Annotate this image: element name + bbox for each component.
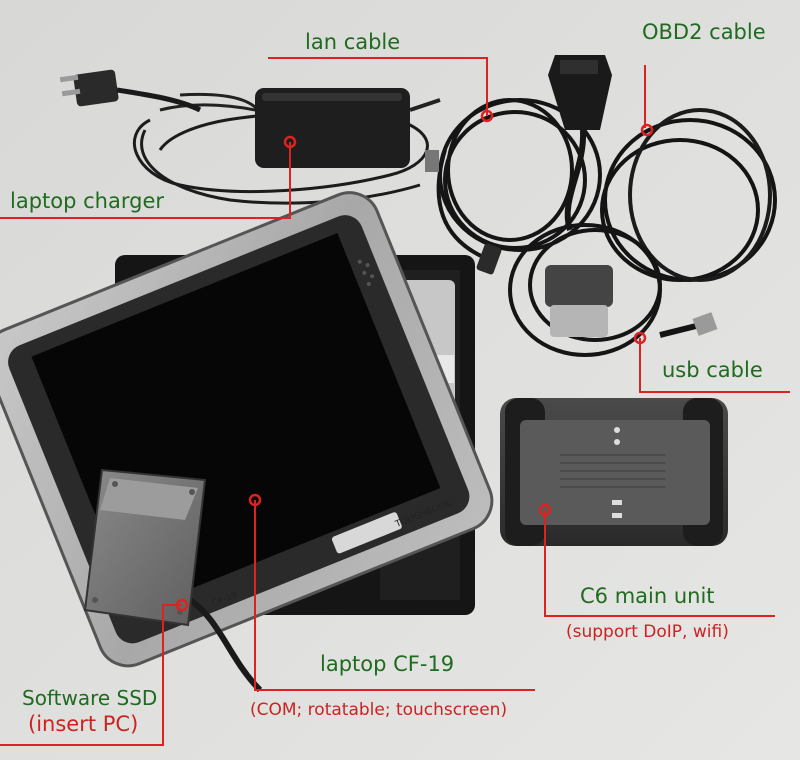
label-lan-cable: lan cable [305,30,401,54]
label-laptop-cf19: laptop CF-19 [320,652,455,676]
label-software-ssd: Software SSD [22,686,158,710]
label-laptop-charger: laptop charger [10,189,164,213]
laptop-charger [59,69,441,205]
label-obd2-cable: OBD2 cable [642,20,766,44]
lan-cable [425,98,602,275]
label-usb-cable: usb cable [662,358,763,382]
software-ssd [83,468,207,627]
label-c6-main-unit: C6 main unit [580,584,715,608]
usb-cable [508,223,718,357]
obd2-cable [548,55,777,282]
c6-main-unit [500,398,728,546]
marker-dots [175,109,654,612]
label-c6-note: (support DoIP, wifi) [566,622,729,642]
label-ssd-note: (insert PC) [28,712,139,736]
label-laptop-note: (COM; rotatable; touchscreen) [250,700,508,720]
leader-lines [0,57,790,746]
